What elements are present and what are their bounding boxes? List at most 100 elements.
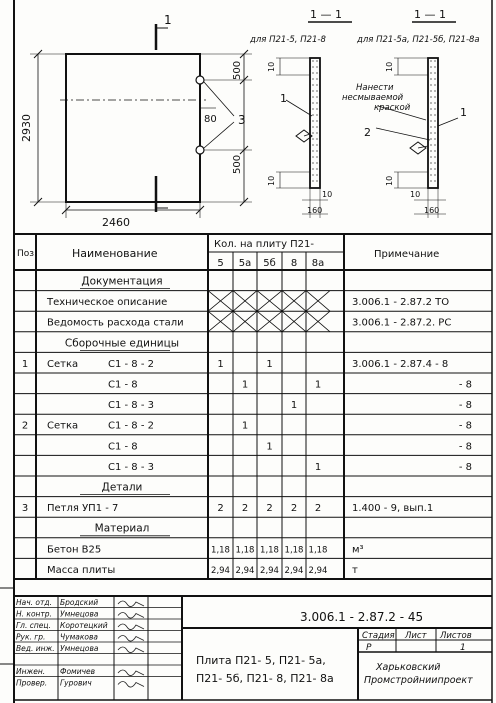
- callout-1a: 1: [280, 92, 287, 105]
- row-name: Техническое описание: [46, 297, 167, 308]
- dim-height: 2930: [20, 114, 33, 142]
- dim-10-a1: 10: [267, 62, 276, 72]
- row-name: Масса плиты: [47, 565, 115, 576]
- dim-10-b2: 10: [385, 176, 394, 186]
- row-note: - 8: [459, 462, 472, 473]
- dim-10-b3: 10: [410, 190, 420, 199]
- tb-signature: [117, 635, 145, 642]
- header-qty-col: 8а: [312, 258, 325, 269]
- row-name: Сетка: [47, 359, 78, 370]
- row-name: Сетка: [47, 421, 78, 432]
- row-mark: С1 - 8: [108, 380, 138, 391]
- tb-person: Умнецова: [60, 610, 99, 619]
- tb-role: Провер.: [16, 679, 47, 688]
- row-qty: 1,18: [285, 545, 304, 555]
- plan-dimension-labels: 1 2930 2460 500 500 80 3: [20, 13, 246, 229]
- cross-out-line: [281, 310, 307, 333]
- dim-80: 80: [204, 114, 217, 125]
- row-qty: 1,18: [236, 545, 255, 555]
- tb-org-line2: Промстройниипроект: [364, 675, 473, 686]
- row-qty: 2: [217, 503, 223, 514]
- tb-doc-code: 3.006.1 - 2.87.2 - 45: [300, 610, 423, 624]
- cross-out-line: [207, 290, 234, 312]
- tb-person: Чумакова: [60, 633, 98, 642]
- tb-role: Гл. спец.: [16, 621, 51, 630]
- row-mark: С1 - 8 - 2: [108, 421, 154, 432]
- tb-person: Умнецова: [60, 644, 99, 653]
- cross-out-line: [232, 290, 258, 312]
- row-name: Бетон В25: [47, 544, 101, 555]
- row-qty: 1: [217, 359, 223, 370]
- tb-org-line1: Харьковский: [375, 662, 440, 673]
- row-qty: 2,94: [285, 566, 304, 576]
- paint-note-line1: Нанести: [356, 83, 394, 93]
- row-note: т: [352, 565, 358, 576]
- row-name: Петля УП1 - 7: [47, 503, 118, 514]
- header-qty-col: 8: [291, 258, 297, 269]
- row-pos: 1: [22, 359, 28, 370]
- tb-sheets-value: 1: [460, 643, 466, 653]
- section-b-title: 1 — 1: [414, 8, 446, 21]
- row-qty: 1,18: [309, 545, 328, 555]
- tb-signature: [117, 681, 145, 688]
- tb-person: Коротецкий: [60, 621, 108, 630]
- row-qty: 2,94: [211, 566, 230, 576]
- section-b: [375, 21, 459, 218]
- tb-signature: [117, 600, 145, 607]
- dim-160-b: 160: [424, 206, 439, 215]
- dim-width: 2460: [102, 216, 130, 229]
- row-note: - 8: [459, 380, 472, 391]
- section-heading: Материал: [95, 523, 150, 535]
- row-note: 3.006.1 - 2.87.4 - 8: [352, 359, 448, 370]
- section-a-for: для П21-5, П21-8: [249, 35, 326, 45]
- section-heading: Сборочные единицы: [65, 337, 179, 349]
- section-a-title: 1 — 1: [310, 8, 342, 21]
- dim-160-a: 160: [307, 206, 322, 215]
- row-qty: 1: [315, 462, 321, 473]
- row-qty: 2,94: [236, 566, 255, 576]
- row-mark: С1 - 8 - 3: [108, 400, 154, 411]
- tb-stage-label: Стадия: [362, 631, 395, 641]
- callout-1b: 1: [460, 106, 467, 119]
- row-qty: 2,94: [309, 566, 328, 576]
- cross-out-line: [256, 290, 283, 312]
- section-b-labels: 1 — 1 для П21-5а, П21-5б, П21-8а Нанести…: [342, 8, 480, 215]
- dim-500-top: 500: [232, 61, 243, 80]
- cross-out-line: [281, 290, 307, 312]
- header-name: Наименование: [72, 247, 158, 260]
- tb-title-line2: П21- 5б, П21- 8, П21- 8а: [196, 672, 334, 685]
- section-mark-label: 1: [164, 13, 172, 27]
- row-qty: 2: [315, 503, 321, 514]
- paint-note-line2: несмываемой: [342, 93, 404, 103]
- section-a-labels: 1 — 1 для П21-5, П21-8 10 10 10 160 1: [249, 8, 342, 215]
- row-qty: 1: [291, 400, 297, 411]
- row-pos: 2: [22, 421, 28, 432]
- row-note: - 8: [459, 441, 472, 452]
- row-mark: С1 - 8: [108, 441, 138, 452]
- tb-role: Рук. гр.: [16, 633, 45, 642]
- tb-sheet-label: Лист: [404, 631, 428, 641]
- tb-signature: [117, 669, 145, 676]
- row-qty: 1,18: [211, 545, 230, 555]
- callout-2: 2: [364, 126, 371, 139]
- row-mark: С1 - 8 - 3: [108, 462, 154, 473]
- row-qty: 1: [242, 421, 248, 432]
- header-qty-col: 5б: [263, 258, 276, 269]
- tb-signature: [117, 646, 145, 653]
- tb-title-line1: Плита П21- 5, П21- 5а,: [196, 654, 326, 667]
- tb-role: Вед. инж.: [16, 644, 55, 653]
- header-note: Примечание: [374, 249, 439, 260]
- tb-signature: [117, 623, 145, 630]
- tb-sheets-label: Листов: [439, 631, 472, 641]
- row-pos: 3: [22, 503, 28, 514]
- cross-out-line: [256, 310, 283, 333]
- header-qty-col: 5а: [239, 258, 252, 269]
- dim-10-b1: 10: [385, 62, 394, 72]
- row-qty: 1: [266, 441, 272, 452]
- row-qty: 2,94: [260, 566, 279, 576]
- row-name: Ведомость расхода стали: [47, 318, 184, 329]
